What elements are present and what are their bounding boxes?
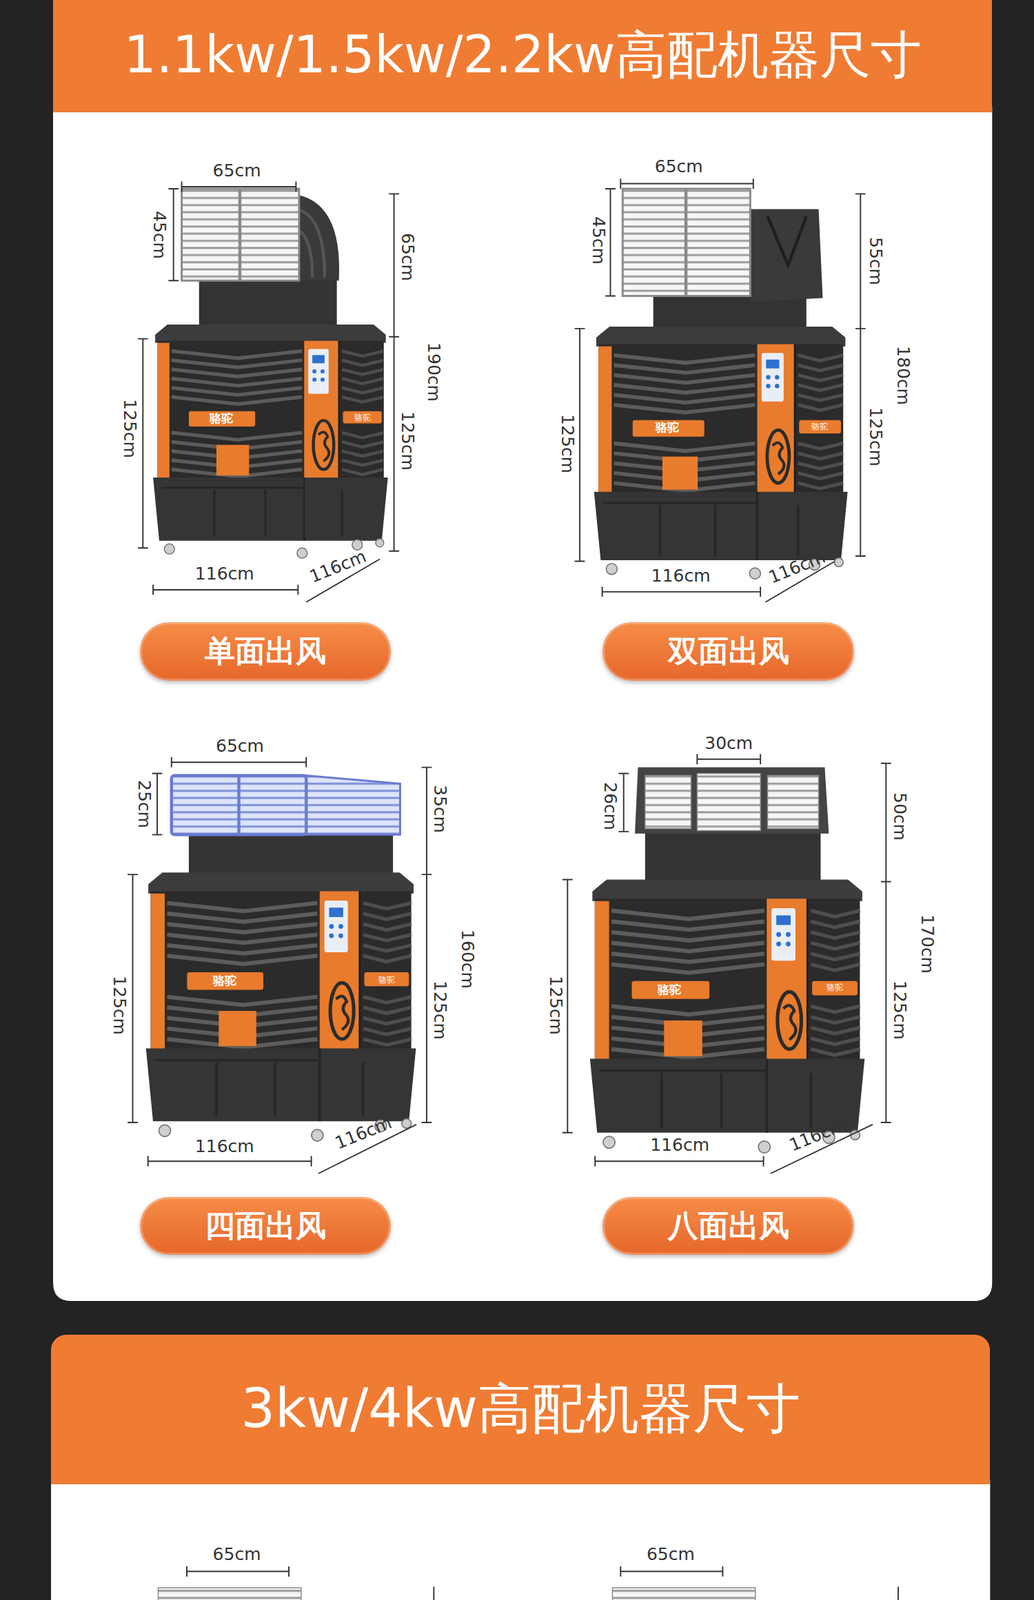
dimension-label: 26cm: [601, 782, 620, 831]
brand-badge: 骆驼: [213, 975, 237, 988]
dimension-label: 125cm: [431, 980, 449, 1041]
dimension-label: 116cm: [195, 565, 255, 583]
node-text: 1.1kw/1.5kw/2.2kw高配机器尺寸: [124, 21, 922, 91]
brand-badge: 骆驼: [378, 976, 395, 985]
dimension-label: 116cm: [650, 1136, 710, 1154]
dimension-label: 116cm: [195, 1137, 255, 1155]
brand-badge: 骆驼: [655, 421, 679, 434]
dimension-label: 65cm: [398, 232, 416, 282]
node-text: 四面出风: [204, 1206, 327, 1248]
dimension-label: 65cm: [654, 157, 704, 176]
dimension-label: 125cm: [121, 399, 139, 459]
dimension-label: 65cm: [213, 1546, 262, 1564]
option-pill: 单面出风: [139, 622, 391, 681]
dimension-label: 180cm: [894, 346, 912, 406]
dimension-label: 45cm: [589, 216, 607, 265]
dimension-label: 190cm: [425, 343, 443, 403]
dimension-label: 45cm: [150, 210, 168, 260]
option-pill: 双面出风: [602, 622, 855, 681]
dimension-label: 160cm: [459, 929, 477, 990]
dimension-label: 116cm: [651, 567, 711, 585]
title-band: 1.1kw/1.5kw/2.2kw高配机器尺寸: [53, 0, 992, 113]
dimension-label: 125cm: [867, 407, 885, 467]
dimension-label: 50cm: [890, 792, 908, 841]
brand-badge: 骆驼: [657, 984, 682, 997]
dimension-label: 125cm: [110, 976, 129, 1036]
dimension-label: 65cm: [646, 1546, 695, 1564]
dimension-label: 30cm: [704, 734, 753, 752]
dimension-label: 65cm: [213, 161, 262, 180]
option-pill: 八面出风: [602, 1197, 855, 1256]
option-pill: 四面出风: [139, 1197, 391, 1256]
dimension-label: 125cm: [398, 411, 416, 471]
node-text: 3kw/4kw高配机器尺寸: [240, 1373, 800, 1447]
dimension-label: 65cm: [215, 737, 265, 755]
dimension-label: 170cm: [918, 914, 936, 975]
node-text: 双面出风: [667, 631, 790, 673]
dimension-label: 125cm: [890, 980, 908, 1041]
dimension-label: 25cm: [135, 780, 153, 829]
brand-badge: 骆驼: [354, 413, 371, 422]
dimension-label: 125cm: [546, 976, 564, 1036]
node-text: 八面出风: [667, 1206, 790, 1248]
section-band: 3kw/4kw高配机器尺寸: [51, 1335, 990, 1486]
brand-badge: 骆驼: [826, 983, 844, 992]
dimension-label: 125cm: [559, 414, 577, 474]
brand-badge: 骆驼: [209, 412, 233, 425]
node-text: 单面出风: [204, 631, 327, 673]
dimension-label: 35cm: [431, 785, 449, 834]
dimension-label: 55cm: [867, 237, 885, 286]
brand-badge: 骆驼: [811, 422, 828, 431]
